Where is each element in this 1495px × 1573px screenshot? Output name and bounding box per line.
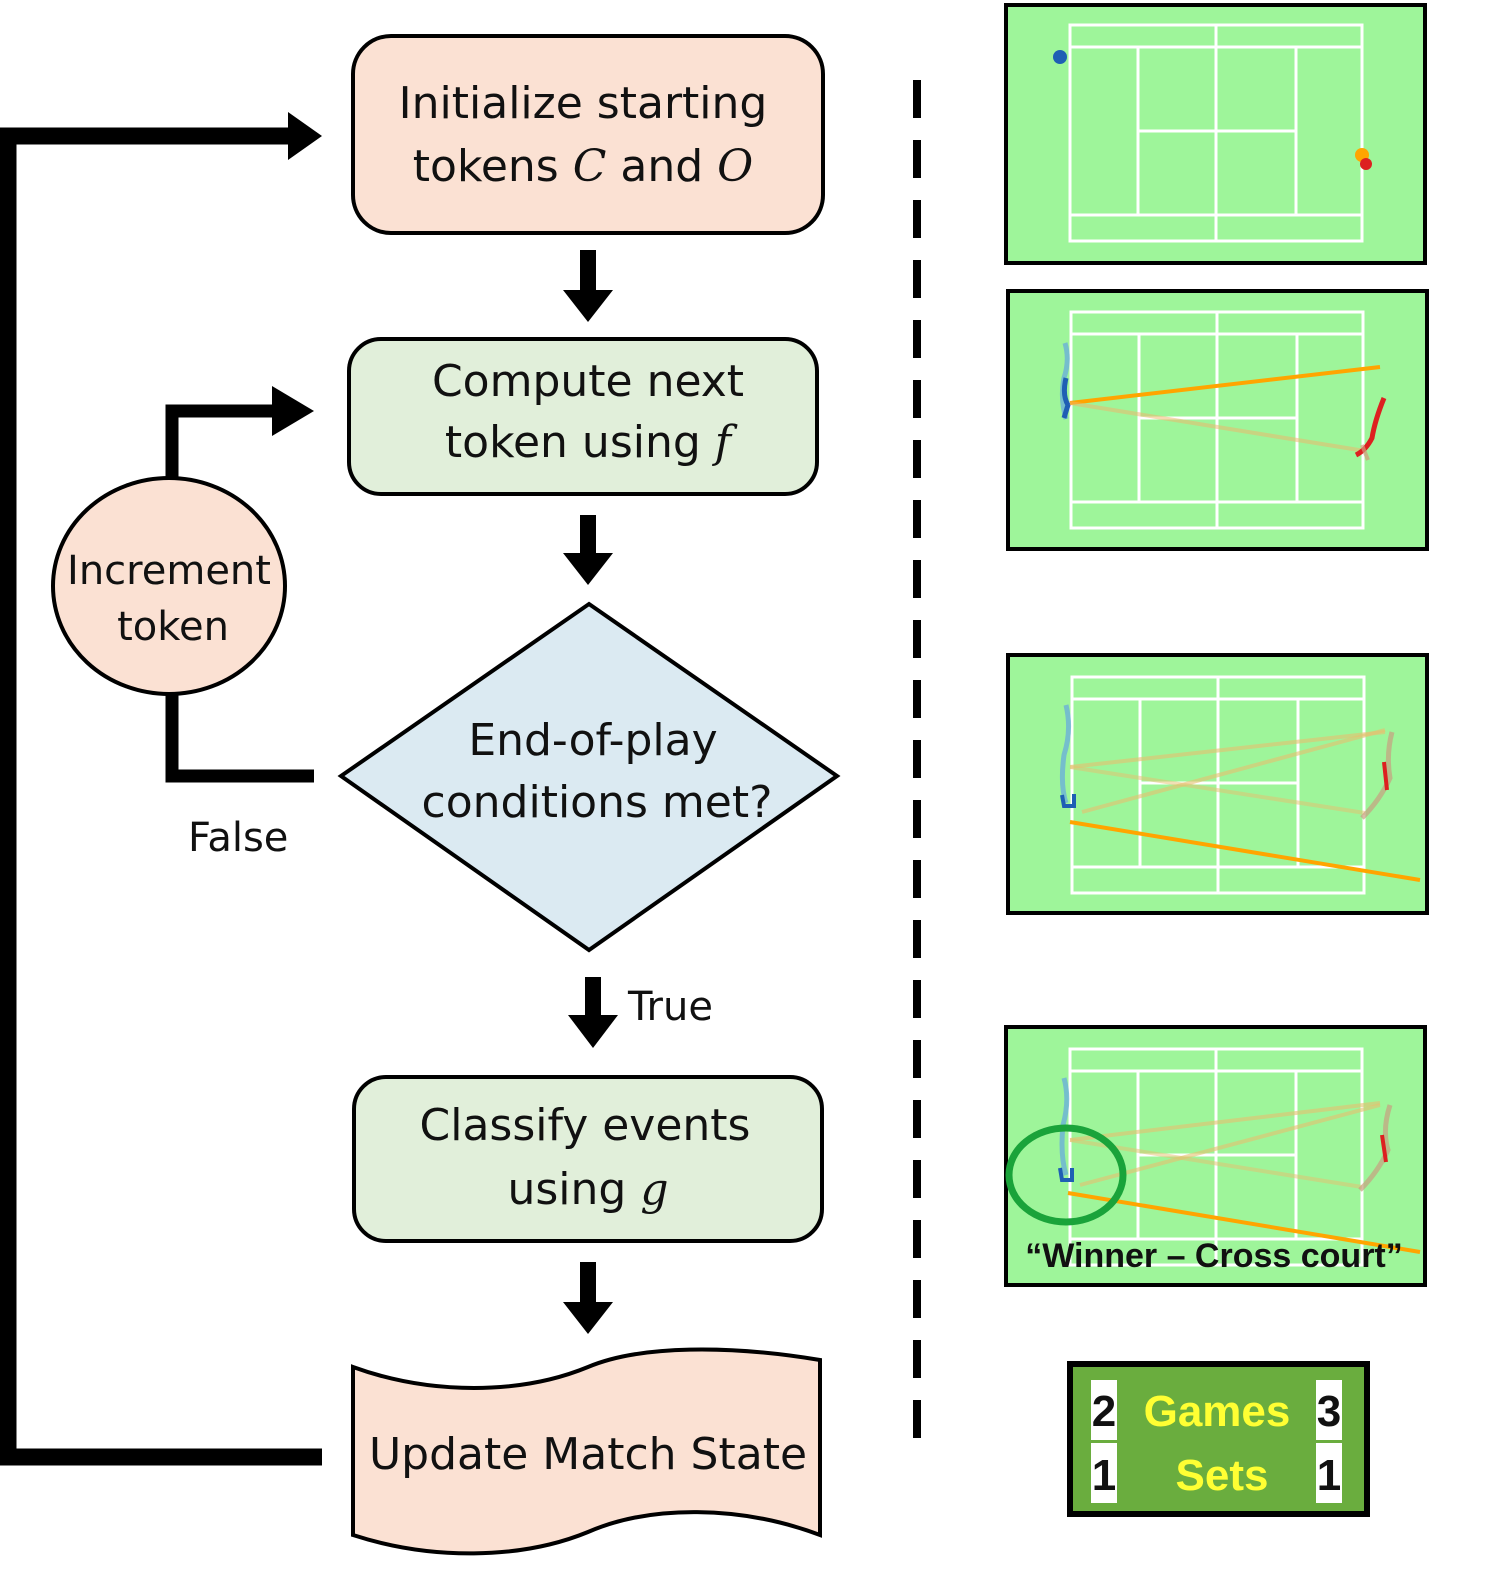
- loop-connector: [0, 112, 322, 1466]
- down-arrow-1: [563, 250, 613, 322]
- compute-line1: Compute next: [432, 356, 744, 407]
- compute-line2-a: token using: [445, 417, 715, 468]
- var-c: C: [573, 141, 607, 192]
- increment-line2: token: [117, 604, 229, 650]
- init-line2-a: tokens: [413, 141, 573, 192]
- update-label: Update Match State: [369, 1429, 807, 1480]
- classify-line2: using g: [507, 1164, 668, 1215]
- winner-highlight-circle: [1005, 1124, 1127, 1226]
- court-panel-4: “Winner – Cross court”: [1004, 1025, 1427, 1287]
- compute-node: Compute next token using f: [347, 337, 819, 496]
- player-2-marker: [1360, 158, 1372, 170]
- scoreboard: 2 Games 3 1 Sets 1: [1067, 1361, 1370, 1517]
- classify-line2-a: using: [507, 1164, 640, 1215]
- ball-trajectory: [1069, 365, 1381, 405]
- down-arrow-true: [568, 977, 618, 1048]
- court-panel-1: [1004, 3, 1427, 265]
- compute-line2: token using f: [445, 417, 738, 468]
- down-arrow-2: [563, 515, 613, 585]
- down-arrow-4: [563, 1262, 613, 1334]
- sets-right: 1: [1317, 1451, 1341, 1500]
- winner-caption: “Winner – Cross court”: [1025, 1237, 1403, 1275]
- false-branch-connector: [165, 386, 314, 783]
- false-label: False: [188, 815, 288, 861]
- true-label: True: [627, 984, 713, 1030]
- var-o: O: [717, 141, 753, 192]
- sets-left: 1: [1092, 1451, 1116, 1500]
- increment-line1: Increment: [67, 548, 271, 594]
- classify-node: Classify events using g: [352, 1075, 824, 1243]
- decision-line2: conditions met?: [422, 777, 773, 828]
- increment-node: Increment token: [51, 476, 287, 696]
- sets-label: Sets: [1176, 1451, 1269, 1500]
- update-node: Update Match State: [351, 1347, 822, 1556]
- decision-node: End-of-play conditions met?: [337, 601, 841, 953]
- init-line2: tokens C and O: [413, 141, 753, 192]
- var-g: g: [640, 1164, 668, 1215]
- init-line1: Initialize starting: [399, 78, 768, 129]
- init-line2-b: and: [606, 141, 717, 192]
- player-1-marker: [1053, 50, 1067, 64]
- court-panel-2: [1006, 289, 1429, 551]
- classify-line1: Classify events: [420, 1100, 751, 1151]
- court-panel-3: [1006, 653, 1429, 915]
- games-left: 2: [1092, 1387, 1116, 1436]
- init-node: Initialize starting tokens C and O: [351, 34, 825, 235]
- games-label: Games: [1144, 1387, 1291, 1436]
- decision-line1: End-of-play: [468, 715, 717, 766]
- games-right: 3: [1317, 1387, 1341, 1436]
